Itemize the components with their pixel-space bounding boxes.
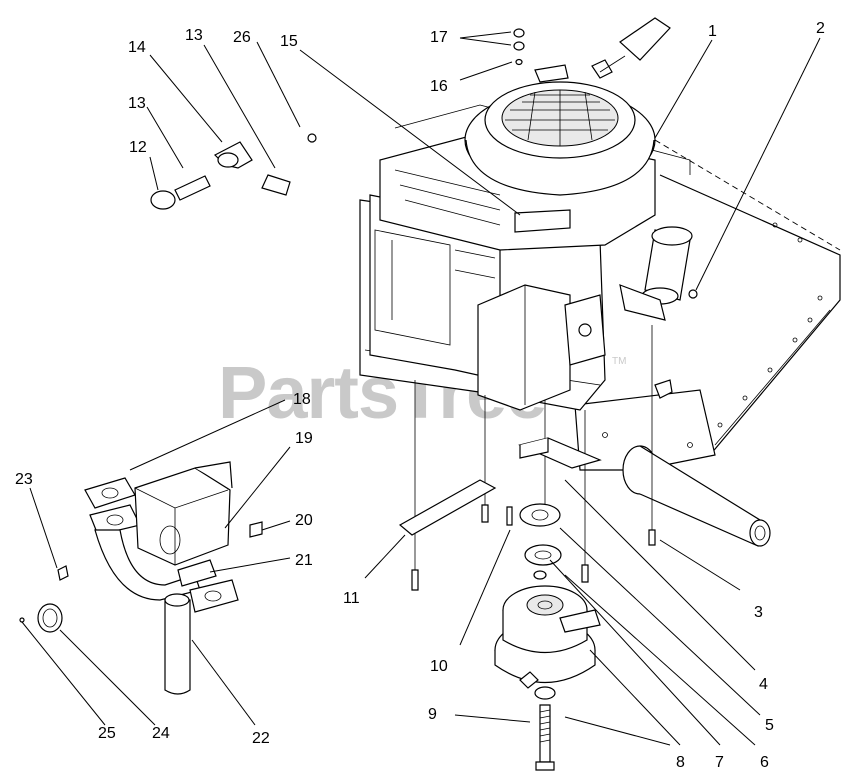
nuts-16-17 — [513, 28, 525, 66]
callout-7: 7 — [715, 754, 724, 771]
nut-2 — [688, 289, 698, 299]
callout-12: 12 — [129, 139, 147, 156]
callout-24: 24 — [152, 725, 170, 742]
bracket-4 — [518, 437, 602, 469]
plate-11 — [398, 479, 497, 536]
muffler-assembly — [19, 461, 263, 695]
pto-shaft — [622, 379, 771, 547]
callout-18: 18 — [293, 391, 311, 408]
callout-3: 3 — [754, 604, 763, 621]
callout-9: 9 — [428, 706, 437, 723]
callout-23: 23 — [15, 471, 33, 488]
fitting-assembly — [150, 133, 317, 210]
engine-block — [359, 17, 693, 570]
callout-11: 11 — [343, 590, 360, 607]
callout-22: 22 — [252, 730, 270, 747]
callout-13a: 13 — [128, 95, 146, 112]
leader-lines — [21, 31, 821, 746]
watermark-tm: TM — [612, 356, 626, 367]
callout-5: 5 — [765, 717, 774, 734]
callout-16: 16 — [430, 78, 448, 95]
callout-15: 15 — [280, 33, 298, 50]
clutch-stack — [411, 503, 656, 771]
callout-4: 4 — [759, 676, 768, 693]
callout-6: 6 — [760, 754, 769, 771]
callout-25: 25 — [98, 725, 116, 742]
callout-21: 21 — [295, 552, 313, 569]
callout-1: 1 — [708, 23, 717, 40]
callout-13b: 13 — [185, 27, 203, 44]
callout-2: 2 — [816, 20, 825, 37]
callout-10: 10 — [430, 658, 448, 675]
callout-14: 14 — [128, 39, 146, 56]
callout-20: 20 — [295, 512, 313, 529]
callout-19: 19 — [295, 430, 313, 447]
callout-8: 8 — [676, 754, 685, 771]
callout-17: 17 — [430, 29, 448, 46]
callout-26: 26 — [233, 29, 251, 46]
